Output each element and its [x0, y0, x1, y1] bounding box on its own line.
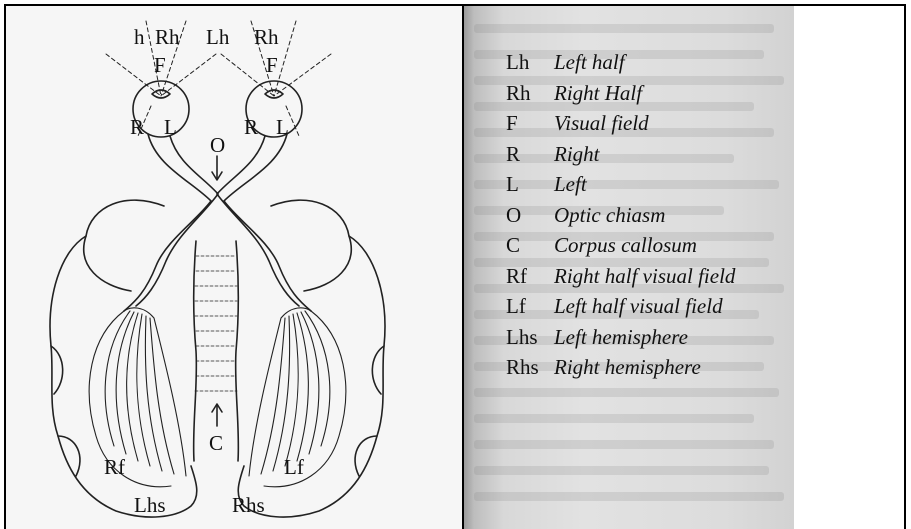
optic-chiasm — [124, 194, 311, 311]
legend-row: L Left — [506, 172, 901, 203]
legend-abbr: Lf — [506, 294, 554, 319]
legend-row: Rhs Right hemisphere — [506, 355, 901, 386]
legend-panel: Lh Left half Rh Right Half F Visual fiel… — [464, 6, 904, 529]
legend-abbr: F — [506, 111, 554, 136]
legend-row: O Optic chiasm — [506, 203, 901, 234]
label-l-right: L — [276, 115, 289, 139]
legend-abbr: Lhs — [506, 325, 554, 350]
legend-row: F Visual field — [506, 111, 901, 142]
legend-abbr: Rh — [506, 81, 554, 106]
label-lhs: Lhs — [134, 493, 166, 517]
label-f-left: F — [154, 53, 166, 77]
legend-desc: Left half visual field — [554, 294, 723, 319]
legend-desc: Right Half — [554, 81, 642, 106]
legend-row: Rh Right Half — [506, 81, 901, 112]
right-temporal-lobe — [271, 200, 351, 291]
legend-row: Lh Left half — [506, 50, 901, 81]
legend-abbr: C — [506, 233, 554, 258]
legend-desc: Left — [554, 172, 587, 197]
label-rhs: Rhs — [232, 493, 265, 517]
label-rf: Rf — [104, 455, 125, 479]
legend-row: R Right — [506, 142, 901, 173]
legend-desc: Left half — [554, 50, 625, 75]
legend-desc: Right hemisphere — [554, 355, 701, 380]
legend-abbr: Lh — [506, 50, 554, 75]
legend-abbr: L — [506, 172, 554, 197]
label-rh-left: Rh — [155, 25, 180, 49]
corpus-callosum — [194, 241, 239, 461]
legend-row: Rf Right half visual field — [506, 264, 901, 295]
label-h: h — [134, 25, 145, 49]
left-temporal-lobe — [84, 200, 164, 291]
legend-abbr: Rf — [506, 264, 554, 289]
legend-row: Lf Left half visual field — [506, 294, 901, 325]
legend-desc: Visual field — [554, 111, 649, 136]
label-rh-right: Rh — [254, 25, 279, 49]
label-lh: Lh — [206, 25, 230, 49]
legend-row: Lhs Left hemisphere — [506, 325, 901, 356]
brain-visual-pathway-diagram: h Rh Lh Rh F F R L R L O C Rf Lf Lhs Rhs — [6, 6, 462, 529]
diagram-panel: h Rh Lh Rh F F R L R L O C Rf Lf Lhs Rhs — [6, 6, 462, 529]
legend-desc: Left hemisphere — [554, 325, 688, 350]
label-l-left: L — [164, 115, 177, 139]
abbreviation-legend: Lh Left half Rh Right Half F Visual fiel… — [506, 50, 901, 386]
legend-abbr: Rhs — [506, 355, 554, 380]
legend-abbr: R — [506, 142, 554, 167]
label-f-right: F — [266, 53, 278, 77]
legend-desc: Optic chiasm — [554, 203, 665, 228]
label-r-right: R — [244, 115, 258, 139]
label-o: O — [210, 133, 225, 157]
label-c: C — [209, 431, 223, 455]
legend-desc: Corpus callosum — [554, 233, 697, 258]
label-r-left: R — [130, 115, 144, 139]
legend-desc: Right — [554, 142, 600, 167]
legend-abbr: O — [506, 203, 554, 228]
label-lf: Lf — [284, 455, 304, 479]
legend-row: C Corpus callosum — [506, 233, 901, 264]
legend-desc: Right half visual field — [554, 264, 735, 289]
